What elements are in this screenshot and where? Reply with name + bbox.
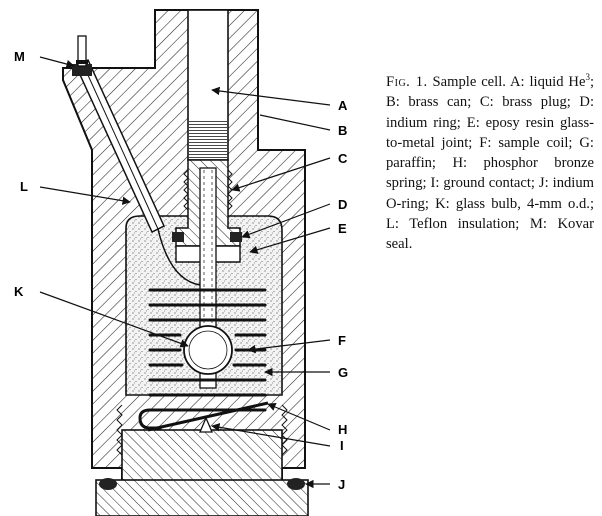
label-b: B bbox=[338, 123, 347, 138]
sample-coil bbox=[138, 288, 267, 447]
liquid-he3-level bbox=[189, 120, 227, 158]
label-f: F bbox=[338, 333, 346, 348]
label-c: C bbox=[338, 151, 348, 166]
figure-number: Fig. 1. bbox=[386, 74, 428, 90]
label-e: E bbox=[338, 221, 347, 236]
kovar-pin bbox=[77, 35, 87, 67]
figure-caption: Fig. 1. Sample cell. A: liquid He3; B: b… bbox=[386, 72, 594, 255]
caption-superscript: 3 bbox=[585, 72, 590, 83]
caption-text-b: ; B: brass can; C: brass plug; D: indium… bbox=[386, 74, 594, 253]
glass-bulb bbox=[183, 325, 233, 375]
caption-text-a: Sample cell. A: liquid He bbox=[432, 74, 586, 90]
lead-wire-to-coil bbox=[157, 228, 201, 286]
label-a: A bbox=[338, 98, 348, 113]
label-l: L bbox=[20, 179, 28, 194]
label-j: J bbox=[338, 477, 345, 492]
indium-ring-left bbox=[172, 232, 184, 242]
indium-ring-right bbox=[230, 232, 242, 242]
label-h: H bbox=[338, 422, 347, 437]
label-i: I bbox=[340, 438, 344, 453]
label-g: G bbox=[338, 365, 348, 380]
indium-o-ring-right bbox=[287, 478, 305, 490]
ground-contact bbox=[199, 416, 213, 433]
label-m: M bbox=[14, 49, 25, 64]
kovar-seal bbox=[72, 64, 92, 76]
leader-lines bbox=[39, 56, 331, 489]
bottom-threads bbox=[116, 404, 288, 456]
bottom-base bbox=[95, 479, 309, 516]
indium-o-ring-left bbox=[99, 478, 117, 490]
lead-wire bbox=[81, 61, 159, 230]
label-k: K bbox=[14, 284, 24, 299]
label-d: D bbox=[338, 197, 347, 212]
phosphor-bronze-spring bbox=[147, 401, 269, 432]
